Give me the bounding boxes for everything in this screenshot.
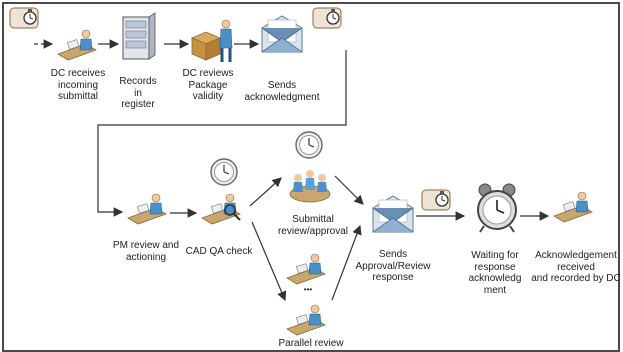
stopwatch-icon-approval (421, 189, 451, 211)
cad-qa-icon (201, 193, 241, 225)
label-dc-receives: DC receives incoming submittal (50, 68, 106, 102)
arrow-to-parallel-review (251, 221, 287, 302)
ack-received-icon (553, 191, 593, 223)
meeting-table-icon (289, 170, 331, 203)
timer-icon-submittal (295, 131, 323, 159)
label-records: Records in register (119, 76, 157, 110)
arrow-to-sends-approval-2 (331, 224, 362, 301)
stopwatch-icon-ack (312, 7, 342, 29)
dc-receives-icon (57, 29, 97, 61)
arrow-to-submittal-review (249, 177, 282, 207)
label-waiting: Waiting for response acknowledg ment (468, 250, 522, 296)
label-dc-reviews: DC reviews Package validity (182, 68, 234, 102)
label-parallel-dots: ••• (303, 285, 313, 294)
label-ack-received: Acknowledgement received and recorded by… (531, 250, 621, 284)
label-parallel-review: Parallel review (278, 338, 344, 349)
parallel-review-icon-2 (286, 304, 326, 336)
arrow-to-sends-approval-1 (334, 175, 364, 205)
envelope-icon-ack (261, 15, 303, 53)
loop-arrow-to-pm-review (97, 50, 347, 217)
alarm-clock-icon (477, 183, 517, 233)
register-cabinet-icon (122, 12, 156, 60)
pm-review-icon (127, 193, 167, 225)
label-pm-review: PM review and actioning (112, 240, 180, 263)
timer-icon-cad (210, 158, 238, 186)
label-sends-ack: Sends acknowledgment (244, 80, 320, 103)
stopwatch-icon-start (9, 7, 39, 29)
label-cad-qa: CAD QA check (185, 246, 253, 257)
label-sends-approval: Sends Approval/Review response (355, 249, 431, 283)
parallel-review-icon-1 (286, 253, 326, 285)
package-person-icon (190, 19, 233, 62)
label-submittal-review: Submittal review/approval (277, 214, 349, 237)
envelope-icon-approval (372, 195, 414, 233)
